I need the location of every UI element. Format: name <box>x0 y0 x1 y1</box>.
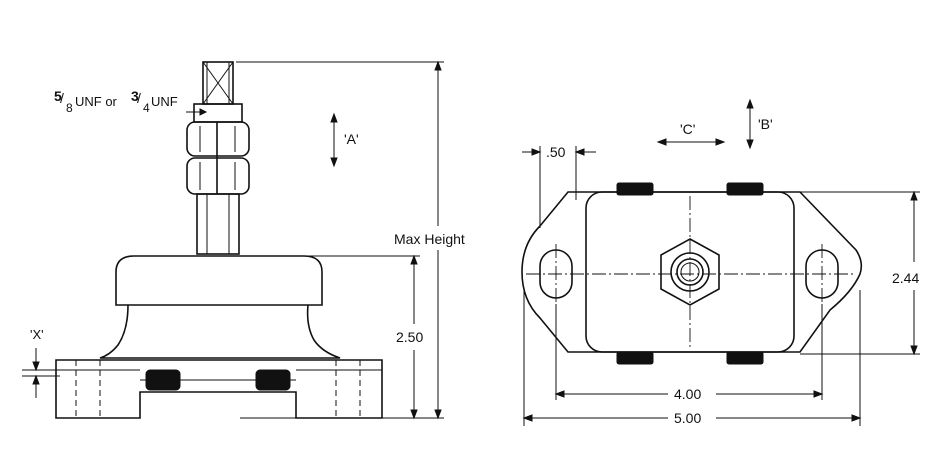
flange-outline <box>521 191 863 353</box>
thread-den-2: 4 <box>143 101 150 115</box>
arrow-a <box>330 112 338 168</box>
height-250-label: 2.50 <box>396 329 423 345</box>
dim-050 <box>522 146 596 228</box>
bottom-pad-right <box>726 351 764 365</box>
dim-244 <box>790 190 920 356</box>
arrow-a-label: 'A' <box>344 131 359 147</box>
thread-end: UNF <box>151 94 178 109</box>
max-height-label: Max Height <box>394 231 465 247</box>
thread-mid: UNF or <box>75 94 121 109</box>
thread-num-1: 5 <box>54 88 62 104</box>
side-view: 5 / 8 UNF or 3 / 4 UNF 'A' Max Height <box>22 60 465 420</box>
max-height-dimension <box>236 60 444 420</box>
dim-500-label: 5.00 <box>674 410 701 426</box>
thread-callout: 5 / 8 UNF or 3 / 4 UNF <box>54 88 178 116</box>
dim-400 <box>554 304 824 400</box>
center-body <box>585 191 795 353</box>
mount-body <box>99 304 341 359</box>
arrow-b-label: 'B' <box>758 116 773 132</box>
base-rubber-pad-left <box>145 369 181 391</box>
stud-tip <box>202 61 234 105</box>
arrow-b <box>746 98 754 150</box>
x-label: 'X' <box>30 327 44 342</box>
stud-shaft <box>196 193 240 255</box>
top-view: .50 'C' 'B' 2.44 <box>521 98 920 426</box>
thread-den-1: 8 <box>66 101 73 115</box>
height-250-dimension <box>256 254 420 420</box>
arrow-c-label: 'C' <box>680 121 695 137</box>
base-rubber-pad-right <box>255 369 291 391</box>
top-pad-right <box>726 182 764 196</box>
hex-nut-stack <box>186 121 250 195</box>
dim-244-label: 2.44 <box>892 270 919 286</box>
thread-num-2: 3 <box>131 88 139 104</box>
dim-500 <box>522 290 862 426</box>
x-dimension <box>22 348 60 398</box>
rubber-cap <box>115 255 323 306</box>
dim-400-label: 4.00 <box>674 386 701 402</box>
bottom-pad-left <box>616 351 654 365</box>
base-plate <box>55 359 383 419</box>
top-pad-left <box>616 182 654 196</box>
dim-050-label: .50 <box>546 144 566 160</box>
arrow-c <box>656 138 726 146</box>
